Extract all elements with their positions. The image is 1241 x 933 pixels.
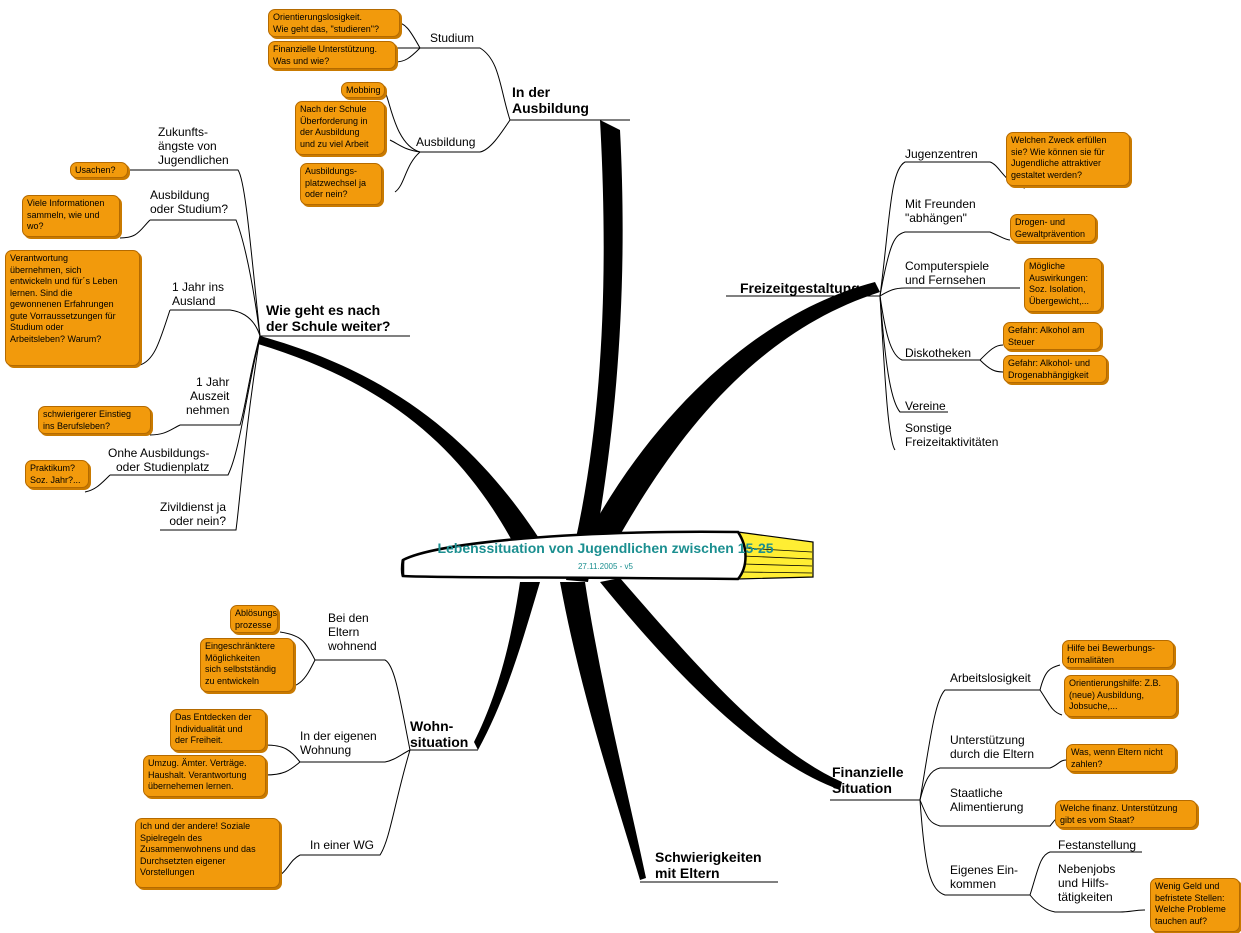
topic-eigene-wohnung[interactable]: In der eigenen Wohnung: [300, 729, 377, 757]
topic-sonstige[interactable]: Sonstige Freizeitaktivitäten: [905, 421, 999, 449]
topic-zivildienst[interactable]: Zivildienst ja oder nein?: [160, 500, 227, 528]
topic-staatlich[interactable]: Staatliche Alimentierung: [950, 786, 1024, 814]
branch-wohn-title-line1: Wohn-: [410, 718, 454, 734]
topic-wg[interactable]: In einer WG: [310, 838, 375, 852]
topic-unterstuetzung[interactable]: Unterstützung durch die Eltern: [950, 733, 1035, 761]
branch-schule-title-line2: der Schule weiter?: [266, 318, 391, 334]
branch-schwierigkeiten-title-line1: Schwierigkeiten: [655, 849, 762, 865]
note-individualitaet[interactable]: Das Entdecken der Individualität und der…: [170, 709, 266, 751]
topic-studium[interactable]: Studium: [430, 31, 475, 45]
branch-freizeit[interactable]: Freizeitgestaltung: [740, 280, 860, 296]
note-studium-2[interactable]: Finanzielle Unterstützung. Was und wie?: [268, 41, 396, 69]
topic-eigenes-einkommen[interactable]: Eigenes Ein- kommen: [950, 863, 1019, 891]
branch-wohn[interactable]: Wohn- situation: [410, 718, 468, 750]
topic-ausland[interactable]: 1 Jahr ins Ausland: [172, 280, 225, 308]
branch-schwierigkeiten[interactable]: Schwierigkeiten mit Eltern: [655, 849, 762, 881]
topic-ohne-platz[interactable]: Onhe Ausbildungs- oder Studienplatz: [108, 446, 210, 474]
branch-schwierigkeiten-title-line2: mit Eltern: [655, 865, 720, 881]
note-moeglichkeiten[interactable]: Eingeschränktere Möglichkeiten sich selb…: [200, 638, 294, 692]
topic-ausbildung-studium[interactable]: Ausbildung oder Studium?: [150, 188, 229, 216]
topic-vereine[interactable]: Vereine: [905, 399, 946, 413]
branch-ausbildung[interactable]: In der Ausbildung: [512, 84, 589, 116]
branch-wohn-title-line2: situation: [410, 734, 469, 750]
topic-ausbildung[interactable]: Ausbildung: [416, 135, 476, 149]
central-topic[interactable]: Lebenssituation von Jugendlichen zwische…: [398, 522, 818, 582]
branch-finanzen[interactable]: Finanzielle Situation: [832, 764, 904, 796]
branch-finanzen-title-line2: Situation: [832, 780, 892, 796]
branch-schule-title-line1: Wie geht es nach: [266, 302, 381, 318]
topic-computer[interactable]: Computerspiele und Fernsehen: [905, 259, 990, 287]
note-einstieg[interactable]: schwierigerer Einstieg ins Berufsleben?: [38, 406, 151, 434]
topic-freunde[interactable]: Mit Freunden "abhängen": [905, 197, 976, 225]
note-orientierungshilfe[interactable]: Orientierungshilfe: Z.B. (neue) Ausbildu…: [1064, 675, 1177, 717]
note-auswirkungen[interactable]: Mögliche Auswirkungen: Soz. Isolation, Ü…: [1024, 258, 1102, 312]
note-wenig-geld[interactable]: Wenig Geld und befristete Stellen: Welch…: [1150, 878, 1240, 932]
topic-jugendzentren[interactable]: Jugenzentren: [905, 147, 978, 161]
topic-diskotheken[interactable]: Diskotheken: [905, 346, 972, 360]
central-topic-date: 27.11.2005 - v5: [577, 562, 633, 571]
branch-ausbildung-title-line1: In der: [512, 84, 551, 100]
note-mobbing[interactable]: Mobbing: [341, 82, 385, 98]
topic-nebenjobs[interactable]: Nebenjobs und Hilfs- tätigkeiten: [1058, 862, 1116, 904]
note-jugendzentren[interactable]: Welchen Zweck erfüllen sie? Wie können s…: [1006, 132, 1130, 186]
topic-zukunft[interactable]: Zukunfts- ängste von Jugendlichen: [158, 125, 229, 167]
central-topic-title: Lebenssituation von Jugendlichen zwische…: [437, 540, 774, 556]
note-drogen[interactable]: Gefahr: Alkohol- und Drogenabhängigkeit: [1003, 355, 1107, 383]
note-ueberforderung[interactable]: Nach der Schule Überforderung in der Aus…: [295, 101, 385, 155]
main-branch-tapers: [258, 120, 880, 880]
note-umzug[interactable]: Umzug. Ämter. Verträge. Haushalt. Verant…: [143, 755, 266, 797]
note-verantwortung[interactable]: Verantwortung übernehmen, sich entwickel…: [5, 250, 140, 366]
note-bewerbung[interactable]: Hilfe bei Bewerbungs- formalitäten: [1062, 640, 1174, 668]
note-wg[interactable]: Ich und der andere! Soziale Spielregeln …: [135, 818, 280, 888]
note-praevention[interactable]: Drogen- und Gewaltprävention: [1010, 214, 1096, 242]
branch-ausbildung-title-line2: Ausbildung: [512, 100, 589, 116]
note-praktikum[interactable]: Praktikum? Soz. Jahr?...: [25, 460, 89, 488]
note-staat[interactable]: Welche finanz. Unterstützung gibt es vom…: [1055, 800, 1197, 828]
topic-festanstellung[interactable]: Festanstellung: [1058, 838, 1137, 852]
branch-finanzen-title-line1: Finanzielle: [832, 764, 904, 780]
note-usachen[interactable]: Usachen?: [70, 162, 128, 178]
note-platzwechsel[interactable]: Ausbildungs- platzwechsel ja oder nein?: [300, 163, 382, 205]
note-informationen[interactable]: Viele Informationen sammeln, wie und wo?: [22, 195, 120, 237]
book-icon: [400, 530, 814, 581]
topic-arbeitslosigkeit[interactable]: Arbeitslosigkeit: [950, 671, 1031, 685]
note-studium-1[interactable]: Orientierungslosigkeit. Wie geht das, "s…: [268, 9, 400, 37]
note-abloesung[interactable]: Ablösungs- prozesse: [230, 605, 278, 633]
note-alkohol-steuer[interactable]: Gefahr: Alkohol am Steuer: [1003, 322, 1101, 350]
topic-auszeit[interactable]: 1 Jahr Auszeit nehmen: [186, 375, 230, 417]
branch-schule[interactable]: Wie geht es nach der Schule weiter?: [266, 302, 390, 334]
topic-eltern[interactable]: Bei den Eltern wohnend: [328, 611, 377, 653]
note-eltern-zahlen[interactable]: Was, wenn Eltern nicht zahlen?: [1066, 744, 1176, 772]
